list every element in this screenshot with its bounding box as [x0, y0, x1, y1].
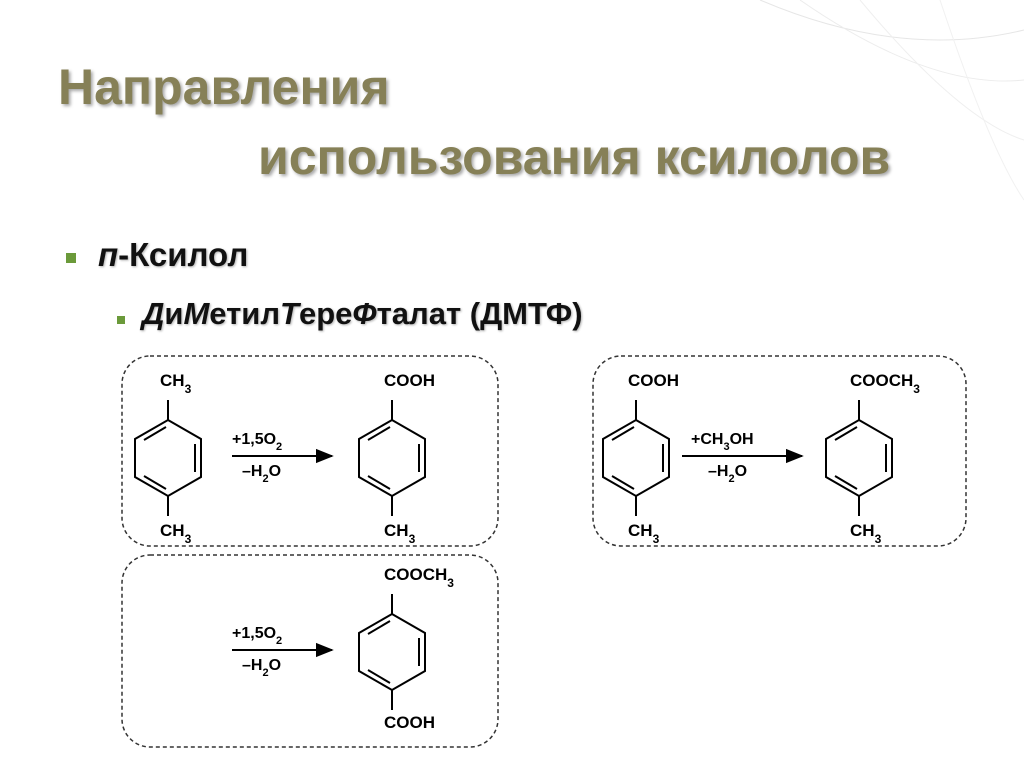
p-xylene-label: -Ксилол [118, 236, 249, 273]
box2-reactant-top: COOH [628, 371, 679, 390]
dmtf-part: Ф [352, 296, 377, 331]
benzene-ring-icon [134, 399, 202, 517]
box1-product-top: COOH [384, 371, 435, 390]
benzene-ring-icon [358, 399, 426, 517]
box2-condition-below: –H2O [708, 463, 747, 485]
sub-bullet-square-icon [117, 316, 125, 324]
box2-reactant-bottom: CH3 [628, 521, 660, 546]
bullet-square-icon [66, 253, 76, 263]
benzene-ring-icon [825, 399, 893, 517]
box3-product-top: COOCH3 [384, 565, 454, 590]
dmtf-part: и [164, 296, 184, 331]
box3-product-bottom: COOH [384, 713, 435, 732]
box2-condition-above: +CH3OH [691, 431, 754, 453]
box3-condition-above: +1,5O2 [232, 625, 282, 647]
box1-condition-above: +1,5O2 [232, 431, 282, 453]
box3-condition-below: –H2O [242, 657, 281, 679]
reaction-box-2 [592, 355, 967, 547]
box2-product-bottom: CH3 [850, 521, 882, 546]
dmtf-part: ере [298, 296, 353, 331]
dmtf-part: М [183, 296, 210, 331]
box1-product-bottom: CH3 [384, 521, 416, 546]
reaction-box-3 [121, 554, 499, 748]
reaction-box-1 [121, 355, 499, 547]
box1-reactant-bottom: CH3 [160, 521, 192, 546]
dmtf-part: Д [142, 296, 165, 331]
slide-title-line1: Направления [58, 59, 390, 115]
bullet-dmtf: ДиМетилТереФталат (ДМТФ) [142, 296, 583, 332]
box1-reactant-top: CH3 [160, 371, 192, 396]
box2-product-top: COOCH3 [850, 371, 920, 396]
dmtf-part: Т [280, 296, 299, 331]
box1-condition-below: –H2O [242, 463, 281, 485]
dmtf-part: талат (ДМТФ) [376, 296, 583, 331]
slide-title-line2: использования ксилолов [258, 129, 891, 185]
dmtf-part: етил [209, 296, 281, 331]
bullet-p-xylene: п-Ксилол [98, 236, 248, 274]
benzene-ring-icon [602, 399, 670, 517]
para-prefix: п [98, 236, 119, 273]
benzene-ring-icon [358, 593, 426, 711]
